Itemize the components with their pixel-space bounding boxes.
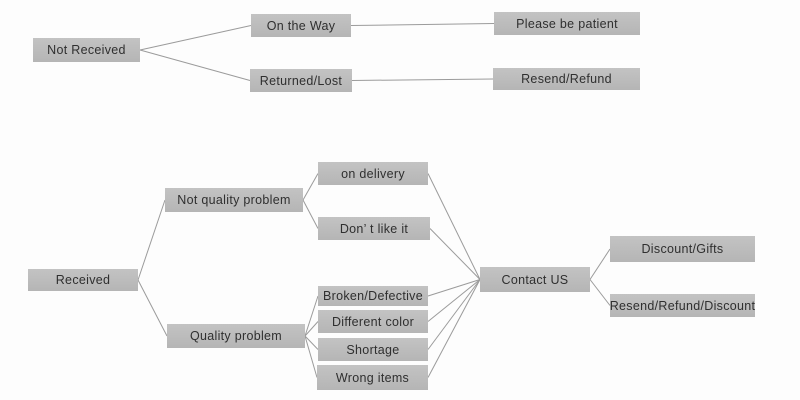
- edge-returned-lost-to-resend-refund: [351, 78, 494, 81]
- edge-received-to-not-quality-problem: [137, 199, 166, 281]
- node-returned-lost: Returned/Lost: [250, 69, 352, 92]
- edge-not-received-to-returned-lost: [139, 49, 251, 81]
- node-different-color: Different color: [318, 310, 428, 333]
- node-on-the-way: On the Way: [251, 14, 351, 37]
- node-on-delivery: on delivery: [318, 162, 428, 185]
- edge-not-quality-problem-to-dont-like-it: [302, 199, 319, 229]
- edge-on-the-way-to-please-be-patient: [350, 23, 495, 26]
- edge-on-delivery-to-contact-us: [427, 173, 481, 280]
- edge-not-received-to-on-the-way: [139, 25, 252, 51]
- edge-quality-problem-to-different-color: [304, 321, 319, 337]
- node-resend-refund-discount: Resend/Refund/Discount: [610, 294, 755, 317]
- node-wrong-items: Wrong items: [317, 365, 428, 390]
- node-not-received: Not Received: [33, 38, 140, 62]
- edge-contact-us-to-resend-refund-discount: [589, 279, 611, 306]
- node-shortage: Shortage: [318, 338, 428, 361]
- edge-contact-us-to-discount-gifts: [589, 248, 611, 280]
- edge-different-color-to-contact-us: [427, 279, 481, 322]
- node-please-be-patient: Please be patient: [494, 12, 640, 35]
- node-resend-refund: Resend/Refund: [493, 68, 640, 90]
- node-received: Received: [28, 269, 138, 291]
- node-dont-like-it: Don’ t like it: [318, 217, 430, 240]
- edge-broken-defective-to-contact-us: [427, 279, 481, 297]
- edge-quality-problem-to-shortage: [304, 335, 319, 350]
- edge-wrong-items-to-contact-us: [427, 279, 481, 378]
- node-contact-us: Contact US: [480, 267, 590, 292]
- node-discount-gifts: Discount/Gifts: [610, 236, 755, 262]
- edge-not-quality-problem-to-on-delivery: [302, 173, 319, 201]
- edge-dont-like-it-to-contact-us: [429, 228, 481, 280]
- edge-quality-problem-to-broken-defective: [304, 295, 319, 337]
- edge-received-to-quality-problem: [137, 279, 168, 337]
- node-broken-defective: Broken/Defective: [318, 286, 428, 306]
- edge-shortage-to-contact-us: [427, 279, 481, 350]
- edge-quality-problem-to-wrong-items: [304, 335, 318, 378]
- node-quality-problem: Quality problem: [167, 324, 305, 348]
- node-not-quality-problem: Not quality problem: [165, 188, 303, 212]
